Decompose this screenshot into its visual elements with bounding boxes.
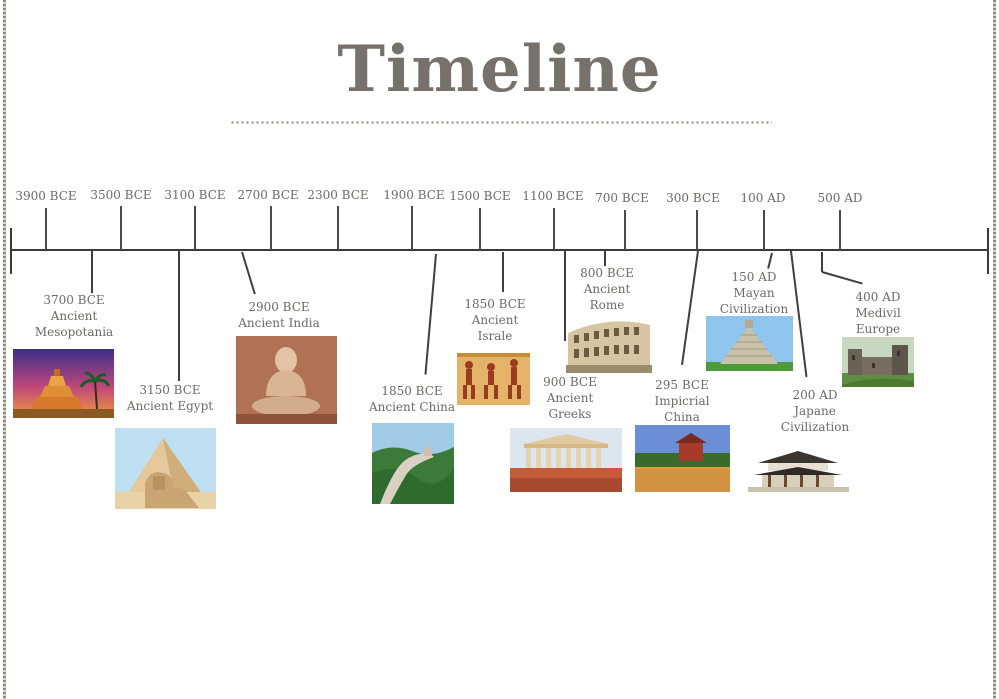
event-date: 200 AD xyxy=(792,388,838,402)
event-connector xyxy=(604,251,606,266)
event-date: 3700 BCE xyxy=(43,293,105,307)
axis-start-cap xyxy=(10,228,12,274)
event-date: 900 BCE xyxy=(543,375,597,389)
axis-tick xyxy=(696,210,698,250)
event-name: Europe xyxy=(855,322,901,336)
event-name: Rome xyxy=(589,298,625,312)
event-connector xyxy=(178,251,180,381)
event-date: 400 AD xyxy=(855,290,901,304)
event-name: Ancient China xyxy=(368,400,456,414)
ziggurat-image xyxy=(13,349,114,418)
event-date: 295 BCE xyxy=(655,378,709,392)
axis-tick xyxy=(763,210,765,250)
axis-tick xyxy=(553,208,555,250)
event-name: Ancient Egypt xyxy=(126,399,214,413)
event-egypt: 3150 BCE Ancient Egypt xyxy=(127,382,213,414)
event-name: Ancient India xyxy=(238,316,320,330)
event-imperial-china: 295 BCE Impicrial China xyxy=(655,377,710,425)
event-name: Ancient xyxy=(471,313,519,327)
forbidden-city-image xyxy=(635,425,730,492)
axis-tick xyxy=(839,210,841,250)
event-name: Mesopotania xyxy=(34,325,114,339)
axis-tick-label: 100 AD xyxy=(740,191,786,205)
event-connector xyxy=(502,252,504,292)
event-connector xyxy=(767,252,773,269)
event-mesopotamia: 3700 BCE Ancient Mesopotania xyxy=(35,292,113,340)
axis-tick-label: 2300 BCE xyxy=(307,188,369,202)
event-name: China xyxy=(664,410,700,424)
axis-tick xyxy=(270,206,272,250)
axis-tick-label: 2700 BCE xyxy=(237,188,299,202)
timeline-axis xyxy=(10,249,989,251)
event-name: Israle xyxy=(477,329,513,343)
great-wall-image xyxy=(372,423,454,504)
event-mayan: 150 AD Mayan Civilization xyxy=(720,269,788,317)
axis-tick-label: 1500 BCE xyxy=(449,189,511,203)
event-connector xyxy=(681,250,699,366)
event-connector xyxy=(821,252,823,272)
event-name: Ancient xyxy=(546,391,594,405)
event-connector xyxy=(821,271,863,285)
castle-image xyxy=(842,337,914,387)
event-name: Greeks xyxy=(548,407,592,421)
page-title: Timeline xyxy=(337,32,662,107)
event-name: Civilization xyxy=(719,302,789,316)
axis-tick xyxy=(337,206,339,250)
japanese-temple-image xyxy=(748,447,849,492)
axis-end-cap xyxy=(987,228,989,274)
event-name: Ancient xyxy=(50,309,98,323)
axis-tick-label: 500 AD xyxy=(817,191,863,205)
pyramid-sphinx-image xyxy=(115,428,216,509)
axis-tick-label: 3900 BCE xyxy=(15,189,77,203)
page-border-left xyxy=(3,0,6,699)
event-date: 2900 BCE xyxy=(248,300,310,314)
event-date: 1850 BCE xyxy=(381,384,443,398)
colosseum-image xyxy=(566,313,652,373)
event-date: 150 AD xyxy=(731,270,777,284)
axis-tick xyxy=(411,206,413,250)
egyptian-mural-image xyxy=(457,353,530,405)
axis-tick xyxy=(624,210,626,250)
event-china: 1850 BCE Ancient China xyxy=(369,383,455,415)
axis-tick xyxy=(45,208,47,250)
axis-tick-label: 1900 BCE xyxy=(383,188,445,202)
event-connector xyxy=(91,251,93,293)
event-medieval-europe: 400 AD Medivil Europe xyxy=(855,289,900,337)
title-divider xyxy=(230,121,772,124)
event-connector xyxy=(241,251,256,295)
event-japan: 200 AD Japane Civilization xyxy=(781,387,849,435)
event-name: Mayan xyxy=(733,286,775,300)
axis-tick-label: 3500 BCE xyxy=(90,188,152,202)
event-date: 3150 BCE xyxy=(139,383,201,397)
axis-tick-label: 300 BCE xyxy=(666,191,720,205)
axis-tick-label: 700 BCE xyxy=(595,191,649,205)
event-india: 2900 BCE Ancient India xyxy=(238,299,320,331)
event-connector xyxy=(424,253,437,375)
event-date: 800 BCE xyxy=(580,266,634,280)
axis-tick-label: 3100 BCE xyxy=(164,188,226,202)
event-name: Medivil xyxy=(855,306,901,320)
event-name: Japane xyxy=(794,404,836,418)
axis-tick xyxy=(194,206,196,250)
axis-tick-label: 1100 BCE xyxy=(522,189,584,203)
event-name: Ancient xyxy=(583,282,631,296)
event-rome: 800 BCE Ancient Rome xyxy=(580,265,634,313)
event-israel: 1850 BCE Ancient Israle xyxy=(464,296,525,344)
axis-tick xyxy=(479,208,481,250)
event-greeks: 900 BCE Ancient Greeks xyxy=(543,374,597,422)
buddha-statue-image xyxy=(236,336,337,424)
event-name: Civilization xyxy=(780,420,850,434)
parthenon-image xyxy=(510,428,622,492)
event-name: Impicrial xyxy=(654,394,710,408)
mayan-pyramid-image xyxy=(706,316,793,371)
page-border-right xyxy=(993,0,996,699)
event-date: 1850 BCE xyxy=(464,297,526,311)
axis-tick xyxy=(120,206,122,250)
